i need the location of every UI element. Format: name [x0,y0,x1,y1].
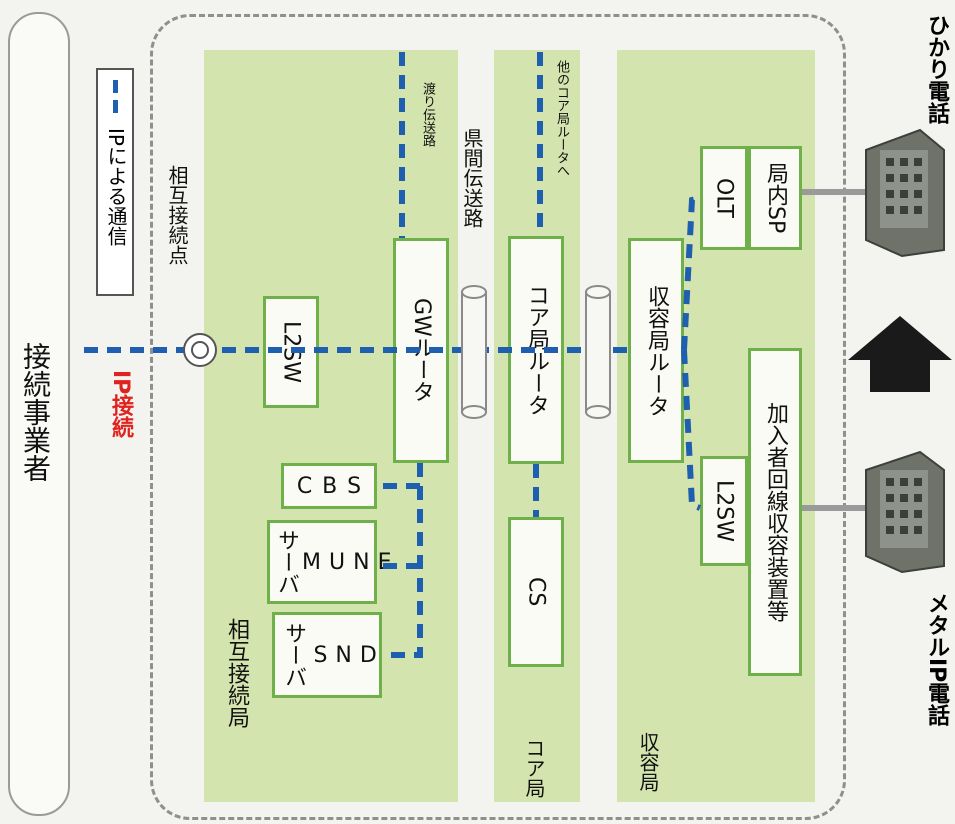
provider-label: 接続事業者 [19,342,52,482]
enum-server-label: サーバ [274,529,299,595]
ip-connection-label: IP接続 [108,370,133,439]
gw-servers-line [382,463,423,658]
core-station-label: コア局 [522,738,546,798]
legend-box: IPによる通信 [96,68,134,296]
metal-phone-label: メタルIP電話 [924,592,949,727]
inter-prefecture-label: 県間伝送路 [460,128,484,228]
hikari-phone-icon [865,128,945,258]
sp-box: 局内SP [748,146,802,250]
interconnect-point-icon [183,333,217,367]
provider-pill [8,12,70,816]
enum-u: U [328,549,346,575]
enum-n: N [353,549,370,575]
enum-m: M [302,549,321,575]
carrier-network-boundary [150,14,846,820]
dns-n: N [335,642,352,668]
legend-label: IPによる通信 [104,128,128,246]
cs-box: CS [508,517,564,667]
olt-box: OLT [700,146,748,250]
link-cylinder-2 [585,285,611,419]
accommodation-l2sw: L2SW [700,456,748,566]
legend-dash [113,80,118,114]
dns-d: D [359,642,377,668]
sbc-c: C [296,473,313,499]
other-core-label: 他のコア局ルータへ [554,60,569,177]
interconnect-point-label: 相互接続点 [165,165,189,265]
router-olt-line [681,195,701,351]
accommodation-station-label: 収容局 [636,732,660,792]
sbc-b: B [322,473,338,499]
dns-server-box: D N S サーバ [272,612,382,698]
subscriber-unit: 加入者回線収容装置等 [748,348,802,676]
interconnect-station-label: 相互接続局 [224,618,249,728]
hikari-phone-label: ひかり電話 [924,14,949,124]
dns-s: S [313,642,328,668]
sbc-s: S [347,473,362,499]
dns-server-label: サーバ [281,622,307,688]
transit-path-label: 渡り伝送路 [420,82,435,147]
router-l2sw-line [681,349,702,511]
provider-label-wrap: 接続事業者 [0,0,70,824]
sbc-box: C B S [281,463,377,509]
metal-phone-icon [865,450,945,574]
link-cylinder-1 [461,285,487,419]
migration-arrow-icon [848,316,952,392]
